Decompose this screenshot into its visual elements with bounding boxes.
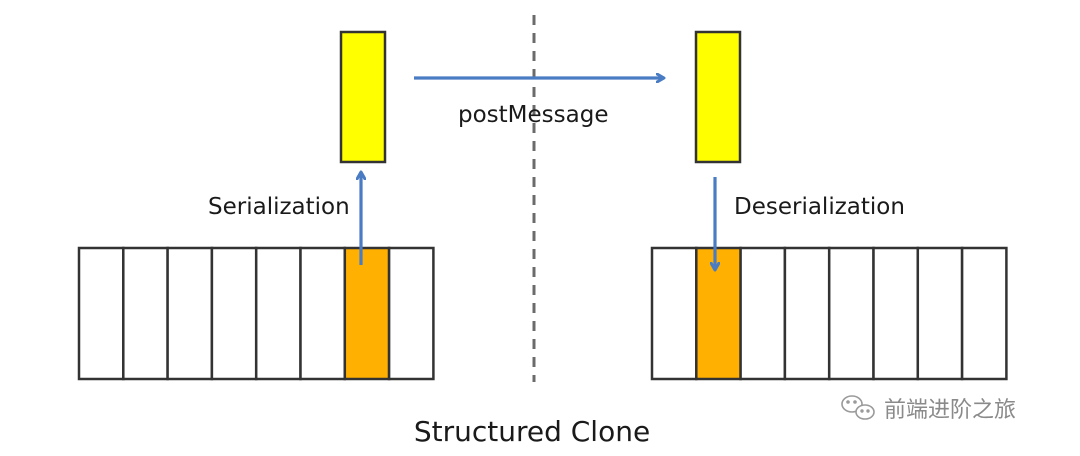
- wechat-icon: [841, 395, 875, 420]
- receiver-memory-cell: [650, 246, 698, 381]
- sender-memory-cell: [254, 246, 302, 381]
- receiver-highlighted-cell: [695, 246, 742, 381]
- receiver-memory-cell: [872, 246, 920, 381]
- sender-highlighted-cell: [343, 246, 391, 381]
- deserialized-message-box: [694, 30, 742, 164]
- receiver-memory-cell: [739, 246, 787, 381]
- serialized-message-box: [339, 30, 387, 164]
- watermark: 前端进阶之旅: [841, 395, 1016, 423]
- diagram-caption: Structured Clone: [414, 415, 650, 448]
- sender-memory-cell: [210, 246, 258, 381]
- sender-memory-block: [77, 246, 435, 381]
- sender-memory-cell: [299, 246, 347, 381]
- receiver-memory-cell: [960, 246, 1008, 381]
- sender-memory-cell: [77, 246, 125, 381]
- receiver-memory-cell: [783, 246, 831, 381]
- sender-memory-cell: [166, 246, 214, 381]
- receiver-memory-cell: [827, 246, 875, 381]
- sender-memory-cell: [387, 246, 435, 381]
- serialization-label: Serialization: [208, 194, 350, 220]
- deserialization-label: Deserialization: [734, 194, 905, 220]
- receiver-memory-cell: [916, 246, 964, 381]
- receiver-memory-block: [650, 246, 1008, 381]
- post-message-label: postMessage: [458, 102, 608, 128]
- watermark-text: 前端进阶之旅: [884, 398, 1016, 423]
- sender-memory-cell: [122, 246, 169, 381]
